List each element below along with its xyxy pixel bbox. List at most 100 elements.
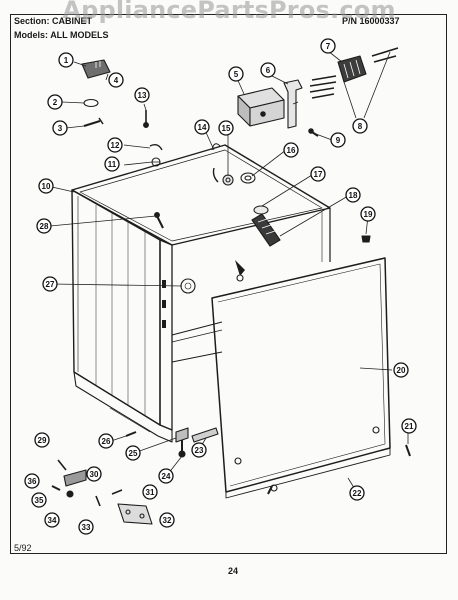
front-panel bbox=[211, 257, 391, 499]
callout-number: 29 bbox=[38, 436, 47, 445]
grounding-screw bbox=[154, 212, 164, 229]
callout-23: 23 bbox=[191, 442, 207, 458]
callout-number: 25 bbox=[129, 449, 138, 458]
callout-number: 16 bbox=[287, 146, 296, 155]
hose-clamp bbox=[211, 143, 221, 183]
latch-assembly bbox=[51, 459, 123, 507]
callout-number: 12 bbox=[111, 141, 120, 150]
callout-number: 10 bbox=[42, 182, 51, 191]
models-value: ALL MODELS bbox=[50, 30, 109, 40]
callout-circle bbox=[134, 87, 150, 103]
toe-bracket bbox=[191, 427, 219, 443]
callout-circle bbox=[78, 519, 94, 535]
callout-circle bbox=[31, 492, 47, 508]
callout-10: 10 bbox=[38, 178, 54, 194]
callout-circle bbox=[107, 137, 123, 153]
callout-number: 30 bbox=[90, 470, 99, 479]
junction-box bbox=[237, 87, 285, 127]
bracket-part bbox=[283, 79, 303, 129]
callout-5: 5 bbox=[228, 66, 244, 82]
section-value: CABINET bbox=[52, 16, 93, 26]
callout-3: 3 bbox=[52, 120, 68, 136]
callout-34: 34 bbox=[44, 512, 60, 528]
callout-27: 27 bbox=[42, 276, 58, 292]
clip-part bbox=[83, 98, 99, 108]
callout-number: 18 bbox=[349, 191, 358, 200]
callout-circle bbox=[98, 433, 114, 449]
callout-16: 16 bbox=[283, 142, 299, 158]
base-screw bbox=[125, 431, 137, 437]
callout-circle bbox=[191, 442, 207, 458]
callout-circle bbox=[330, 132, 346, 148]
mounting-bracket bbox=[117, 503, 153, 525]
callout-circle bbox=[104, 156, 120, 172]
callout-14: 14 bbox=[194, 119, 210, 135]
models-heading: Models: ALL MODELS bbox=[14, 30, 109, 40]
callout-circle bbox=[310, 166, 326, 182]
callout-number: 2 bbox=[53, 98, 58, 107]
callout-circle bbox=[108, 72, 124, 88]
callout-number: 4 bbox=[114, 76, 119, 85]
callout-number: 7 bbox=[326, 42, 331, 51]
callout-number: 36 bbox=[28, 477, 37, 486]
callout-number: 34 bbox=[48, 516, 57, 525]
callout-circle bbox=[158, 468, 174, 484]
callout-number: 8 bbox=[358, 122, 363, 131]
diagram-frame bbox=[10, 14, 447, 554]
callout-25: 25 bbox=[125, 445, 141, 461]
callout-number: 32 bbox=[163, 516, 172, 525]
callout-number: 15 bbox=[222, 124, 231, 133]
callout-21: 21 bbox=[401, 418, 417, 434]
callout-number: 22 bbox=[353, 489, 362, 498]
models-label: Models: bbox=[14, 30, 49, 40]
fitting-ring bbox=[240, 172, 256, 184]
callout-circle bbox=[125, 445, 141, 461]
callout-circle bbox=[58, 52, 74, 68]
callout-circle bbox=[52, 120, 68, 136]
callout-number: 31 bbox=[146, 488, 155, 497]
callout-30: 30 bbox=[86, 466, 102, 482]
page-number: 24 bbox=[228, 566, 239, 576]
callout-circle bbox=[36, 218, 52, 234]
callout-number: 35 bbox=[35, 496, 44, 505]
callout-circle bbox=[38, 178, 54, 194]
callout-18: 18 bbox=[345, 187, 361, 203]
callout-number: 6 bbox=[266, 66, 271, 75]
callout-circle bbox=[42, 276, 58, 292]
hose-fitting bbox=[222, 174, 234, 186]
callout-24: 24 bbox=[158, 468, 174, 484]
callout-15: 15 bbox=[218, 120, 234, 136]
callout-circle bbox=[194, 119, 210, 135]
callout-35: 35 bbox=[31, 492, 47, 508]
callout-number: 14 bbox=[198, 123, 207, 132]
callout-number: 5 bbox=[234, 70, 239, 79]
callout-circle bbox=[24, 473, 40, 489]
callout-12: 12 bbox=[107, 137, 123, 153]
callout-circle bbox=[345, 187, 361, 203]
callout-number: 1 bbox=[64, 56, 69, 65]
callout-4: 4 bbox=[108, 72, 124, 88]
callout-number: 23 bbox=[195, 446, 204, 455]
callout-17: 17 bbox=[310, 166, 326, 182]
mounting-screw bbox=[143, 110, 149, 128]
callout-2: 2 bbox=[47, 94, 63, 110]
revision-date: 5/92 bbox=[14, 543, 32, 553]
callout-19: 19 bbox=[360, 206, 376, 222]
callout-circle bbox=[86, 466, 102, 482]
callout-number: 19 bbox=[364, 210, 373, 219]
callout-number: 28 bbox=[40, 222, 49, 231]
callout-number: 20 bbox=[397, 366, 406, 375]
callout-circle bbox=[44, 512, 60, 528]
callout-circle bbox=[320, 38, 336, 54]
callout-circle bbox=[349, 485, 365, 501]
callout-number: 27 bbox=[46, 280, 55, 289]
callout-circle bbox=[218, 120, 234, 136]
callout-circle bbox=[47, 94, 63, 110]
callout-circle bbox=[401, 418, 417, 434]
callout-22: 22 bbox=[349, 485, 365, 501]
callout-circle bbox=[228, 66, 244, 82]
part-number: P/N 16000337 bbox=[342, 16, 400, 26]
callout-number: 17 bbox=[314, 170, 323, 179]
callout-number: 33 bbox=[82, 523, 91, 532]
